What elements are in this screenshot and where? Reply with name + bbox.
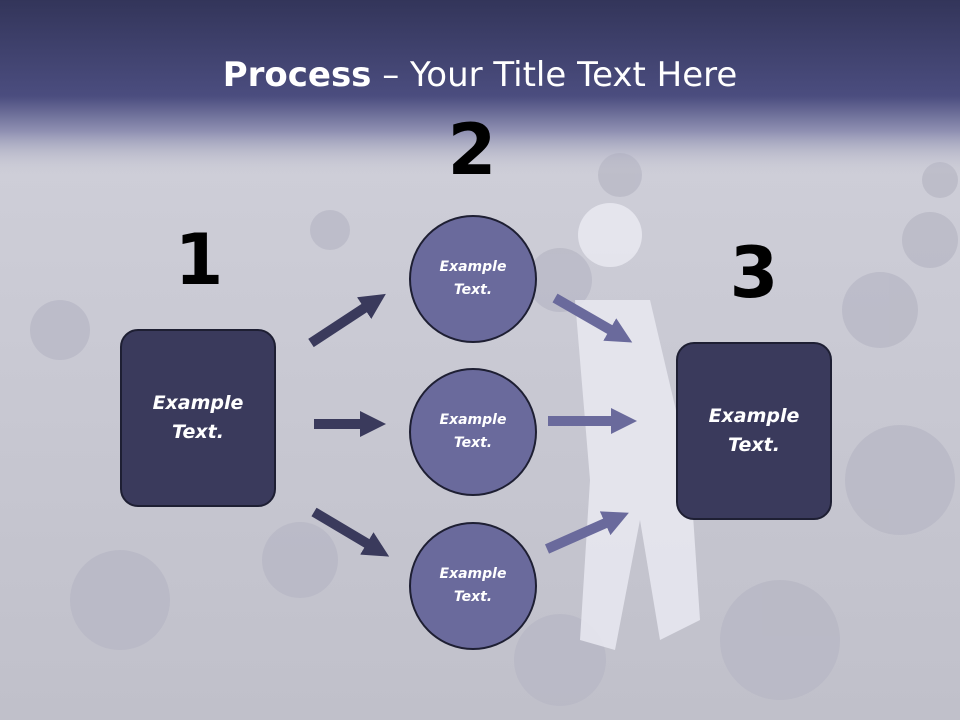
title-bold: Process <box>222 55 372 95</box>
slide-title: Process – Your Title Text Here <box>0 52 960 98</box>
step-1-box: Example Text. <box>120 329 276 507</box>
step-3-label: Example Text. <box>708 405 800 456</box>
title-rest: – Your Title Text Here <box>371 55 738 95</box>
step-1-label: Example Text. <box>152 392 244 443</box>
step-2-circle-middle-label: Example Text. <box>439 412 507 451</box>
highlighted-figure <box>575 203 700 650</box>
step-2-circle-top: Example Text. <box>409 215 537 343</box>
step-2-circle-middle: Example Text. <box>409 368 537 496</box>
step-number-2: 2 <box>447 109 497 191</box>
step-3-box: Example Text. <box>676 342 832 520</box>
step-number-1: 1 <box>174 219 224 301</box>
step-2-circle-bottom-label: Example Text. <box>439 566 507 605</box>
step-2-circle-bottom: Example Text. <box>409 522 537 650</box>
step-2-circle-top-label: Example Text. <box>439 259 507 298</box>
step-number-3: 3 <box>729 232 779 314</box>
